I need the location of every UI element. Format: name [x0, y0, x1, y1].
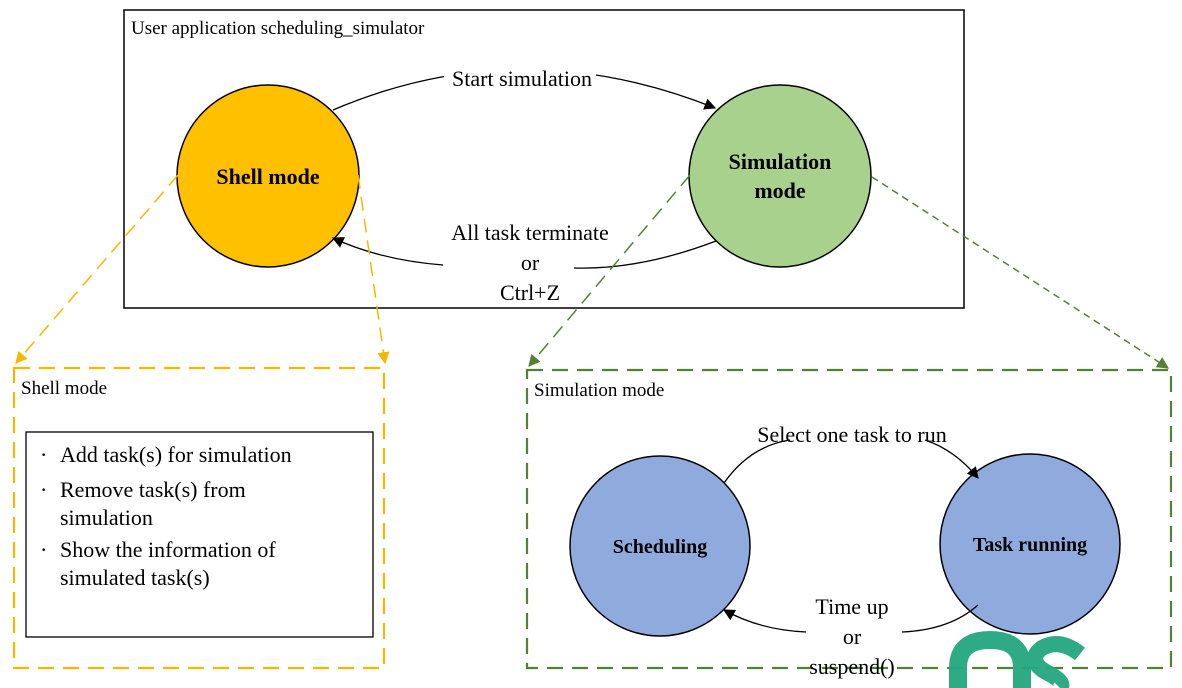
sim-callout-right — [871, 176, 1170, 369]
bullet-icon: · — [40, 477, 47, 502]
app-box-title: User application scheduling_simulator — [131, 18, 425, 39]
select-task-label: Select one task to run — [757, 422, 946, 447]
time-up-label-line1: Time up — [815, 594, 888, 619]
select-task-arrow — [723, 439, 791, 484]
shell-panel-title: Shell mode — [21, 378, 107, 399]
os-logo-watermark — [949, 630, 1085, 688]
sim-panel-title: Simulation mode — [534, 380, 664, 401]
time-up-arrow-head — [722, 609, 807, 633]
shell-commands-list: · Add task(s) for simulation · Remove ta… — [40, 442, 292, 590]
time-up-label-line2: or — [843, 624, 862, 649]
return-label-line1: All task terminate — [451, 220, 609, 245]
task-running-state — [939, 453, 1121, 635]
shell-mode-panel — [12, 366, 386, 670]
start-simulation-label: Start simulation — [452, 66, 592, 91]
bullet-icon: · — [40, 537, 47, 562]
scheduling-state — [569, 455, 751, 637]
sim-callout-left — [528, 174, 691, 367]
command-item-remove-line2: simulation — [60, 505, 153, 530]
shell-commands-box — [25, 431, 374, 638]
app-box — [123, 9, 965, 309]
simulation-mode-label-line2: mode — [754, 178, 806, 203]
return-arrow-head-segment — [331, 237, 444, 266]
select-task-arrow-head — [924, 439, 979, 479]
simulation-mode-panel — [525, 368, 1173, 670]
simulation-mode-state — [688, 84, 872, 268]
time-up-arrow — [901, 604, 979, 633]
return-arrow — [573, 240, 717, 269]
command-item-add: Add task(s) for simulation — [60, 442, 292, 467]
shell-callout-right — [357, 174, 390, 365]
time-up-label-line3: suspend() — [809, 654, 895, 679]
task-running-label: Task running — [973, 534, 1087, 556]
start-label-bg — [444, 64, 596, 92]
bullet-icon: · — [40, 442, 47, 467]
command-item-remove-line1: Remove task(s) from — [60, 477, 246, 502]
simulation-mode-label-line1: Simulation — [729, 149, 832, 174]
shell-mode-label: Shell mode — [216, 164, 320, 189]
command-item-show-line1: Show the information of — [60, 537, 276, 562]
scheduling-label: Scheduling — [613, 536, 707, 558]
return-label-line3: Ctrl+Z — [500, 280, 560, 305]
command-item-show-line2: simulated task(s) — [60, 565, 210, 590]
shell-callout-left — [15, 174, 179, 364]
return-label-line2: or — [521, 250, 540, 275]
